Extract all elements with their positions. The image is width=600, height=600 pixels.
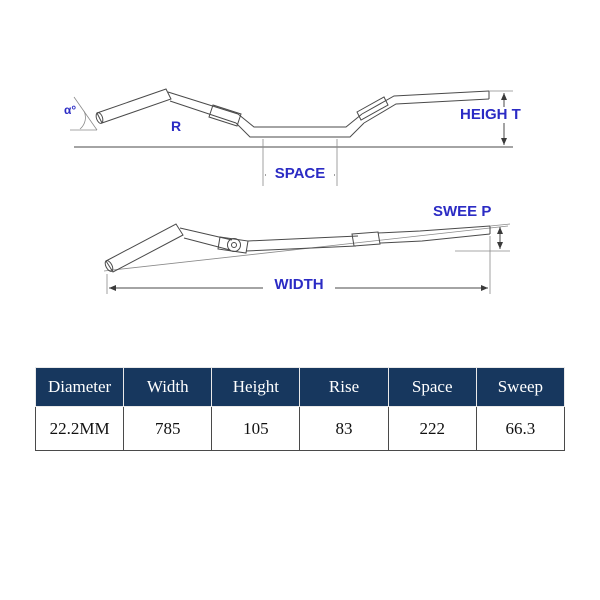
handlebar-drawings (70, 88, 513, 294)
value-cell-rise: 83 (299, 406, 389, 451)
value-cell-width: 785 (123, 406, 213, 451)
value-cell-diameter: 22.2MM (34, 406, 125, 451)
header-cell-space: Space (387, 367, 477, 407)
front-view-drawing (70, 88, 513, 186)
angle-label: α° (64, 103, 77, 117)
header-cell-width: Width (123, 367, 213, 407)
value-cell-sweep: 66.3 (475, 406, 566, 451)
height-label: HEIGH T (460, 106, 521, 123)
header-cell-rise: Rise (299, 367, 389, 407)
radius-label: R (171, 118, 182, 134)
space-label: SPACE (266, 166, 334, 182)
value-cell-space: 222 (387, 406, 477, 451)
header-cell-height: Height (211, 367, 301, 407)
spec-table: Diameter Width Height Rise Space Sweep 2… (34, 367, 566, 451)
sweep-label: SWEE P (433, 203, 492, 220)
header-cell-sweep: Sweep (475, 367, 566, 407)
top-view-drawing (103, 223, 511, 294)
width-label: WIDTH (263, 277, 335, 293)
value-cell-height: 105 (211, 406, 301, 451)
spec-table-value-row: 22.2MM 785 105 83 222 66.3 (34, 406, 566, 451)
header-cell-diameter: Diameter (34, 367, 125, 407)
spec-table-header-row: Diameter Width Height Rise Space Sweep (34, 367, 566, 407)
